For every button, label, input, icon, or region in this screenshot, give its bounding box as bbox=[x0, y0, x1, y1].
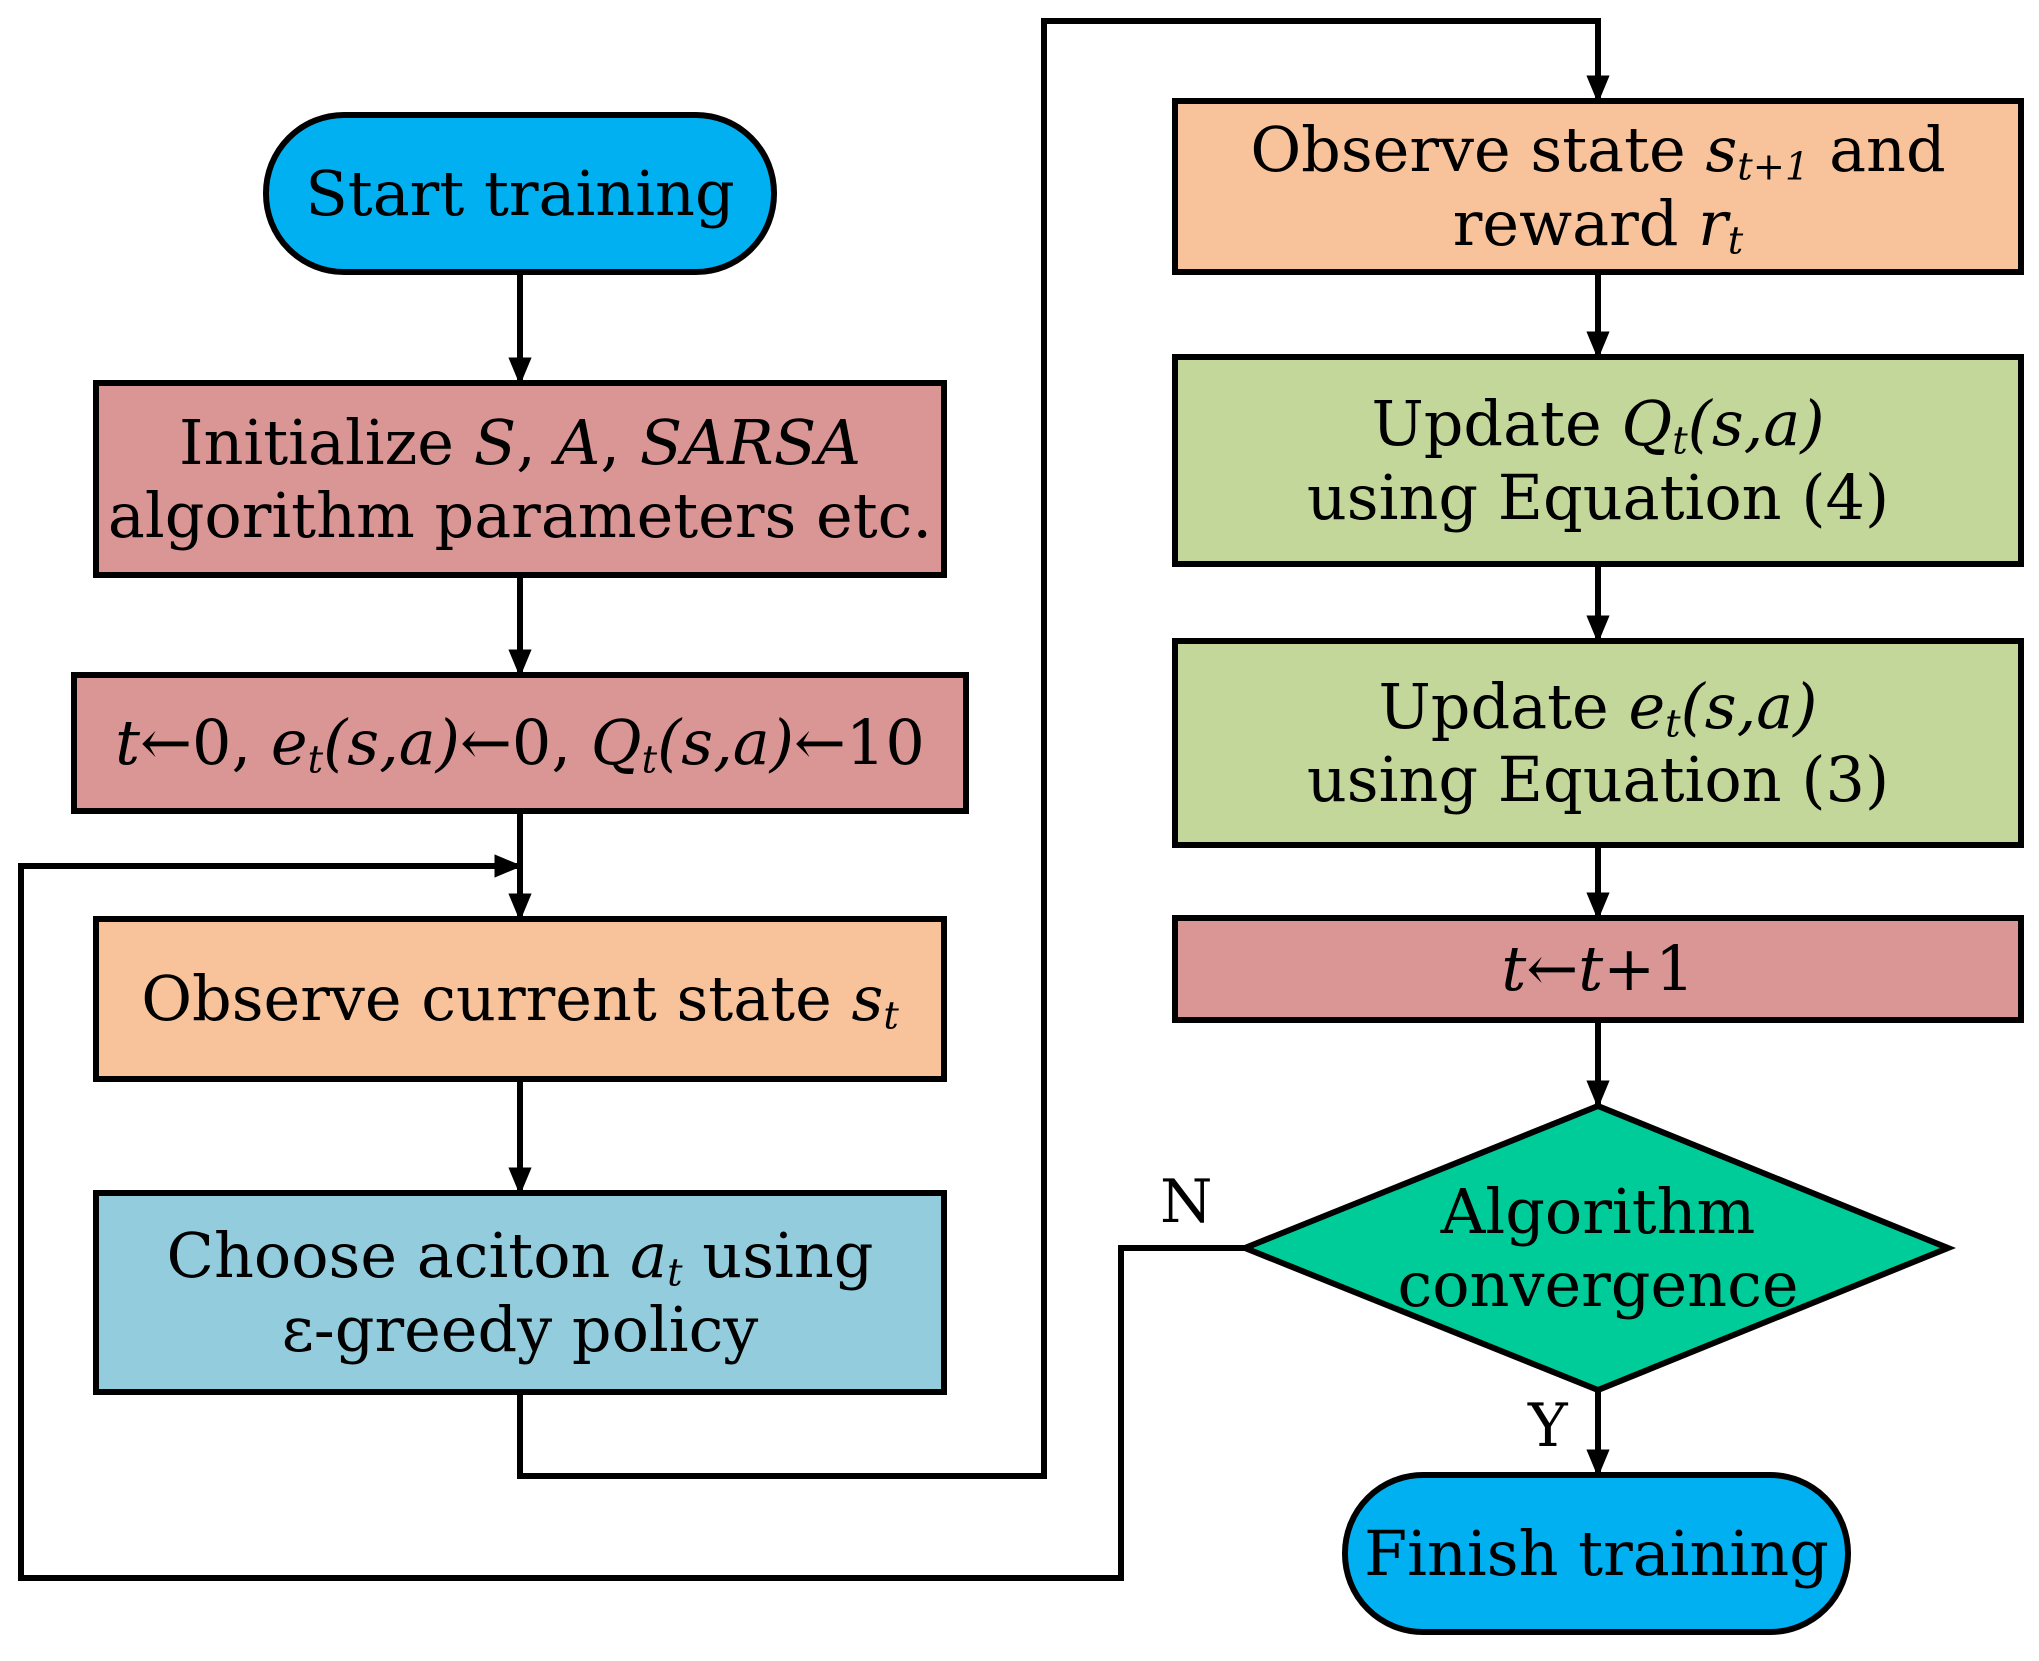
update-q-box bbox=[1172, 354, 2024, 567]
observe-current-box bbox=[93, 916, 947, 1082]
init-label: Initialize S, A, SARSA algorithm paramet… bbox=[107, 405, 933, 552]
convergence-decision bbox=[1236, 1102, 1956, 1394]
observe-next-box bbox=[1172, 98, 2024, 275]
init-box bbox=[93, 380, 947, 578]
decision-label: Algorithm convergence bbox=[1397, 1174, 1799, 1321]
yes-branch-label: Y bbox=[1528, 1391, 1568, 1461]
finish-terminal bbox=[1342, 1472, 1851, 1635]
edge-choose-to-observe-next bbox=[517, 18, 1610, 1479]
start-label: Start training bbox=[305, 156, 735, 230]
update-q-label: Update Qt(s,a) using Equation (4) bbox=[1306, 387, 1890, 534]
edge-decision-no-loop bbox=[18, 854, 1245, 1581]
init-values-box bbox=[71, 672, 969, 814]
observe-next-label: Observe state st+1 and reward rt bbox=[1250, 113, 1946, 263]
observe-current-label: Observe current state st bbox=[141, 962, 899, 1039]
update-e-label: Update et(s,a) using Equation (3) bbox=[1306, 669, 1890, 816]
increment-box bbox=[1172, 915, 2024, 1023]
init-values-label: t←0, et(s,a)←0, Qt(s,a)←10 bbox=[115, 706, 925, 783]
update-e-box bbox=[1172, 638, 2024, 848]
increment-label: t←t+1 bbox=[1501, 932, 1695, 1006]
choose-action-label: Choose aciton at using ε-greedy policy bbox=[166, 1219, 874, 1366]
choose-action-box bbox=[93, 1190, 947, 1395]
start-terminal bbox=[263, 112, 777, 275]
no-branch-label: N bbox=[1160, 1167, 1213, 1237]
finish-label: Finish training bbox=[1364, 1516, 1829, 1590]
